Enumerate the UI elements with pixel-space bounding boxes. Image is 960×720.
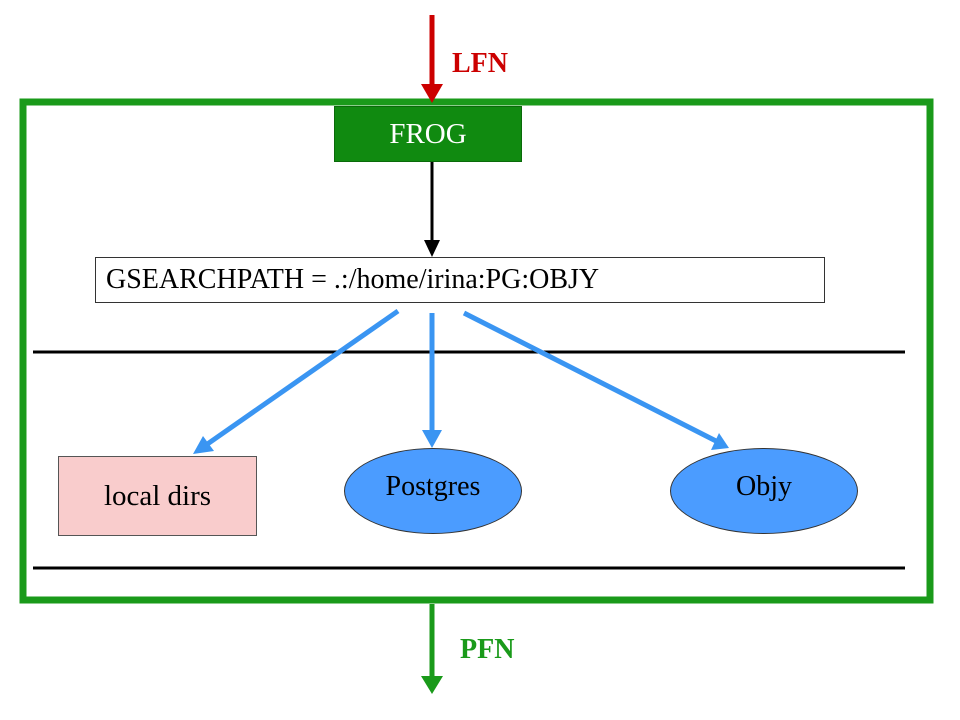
frog-to-path-arrow <box>424 161 440 257</box>
lfn-label: LFN <box>452 48 508 79</box>
pfn-label: PFN <box>460 634 515 665</box>
outer-frame <box>19 98 934 604</box>
search-path-box: GSEARCHPATH = .:/home/irina:PG:OBJY <box>95 257 825 303</box>
objy-node: Objy <box>670 448 858 534</box>
branch-arrow-local <box>193 308 400 454</box>
pfn-arrow <box>421 604 443 694</box>
frog-box: FROG <box>334 106 522 162</box>
local-dirs-box: local dirs <box>58 456 257 536</box>
branch-arrow-objy <box>462 310 729 450</box>
branch-arrow-postgres <box>422 313 442 448</box>
postgres-node: Postgres <box>344 448 522 534</box>
lfn-arrow <box>421 15 443 103</box>
